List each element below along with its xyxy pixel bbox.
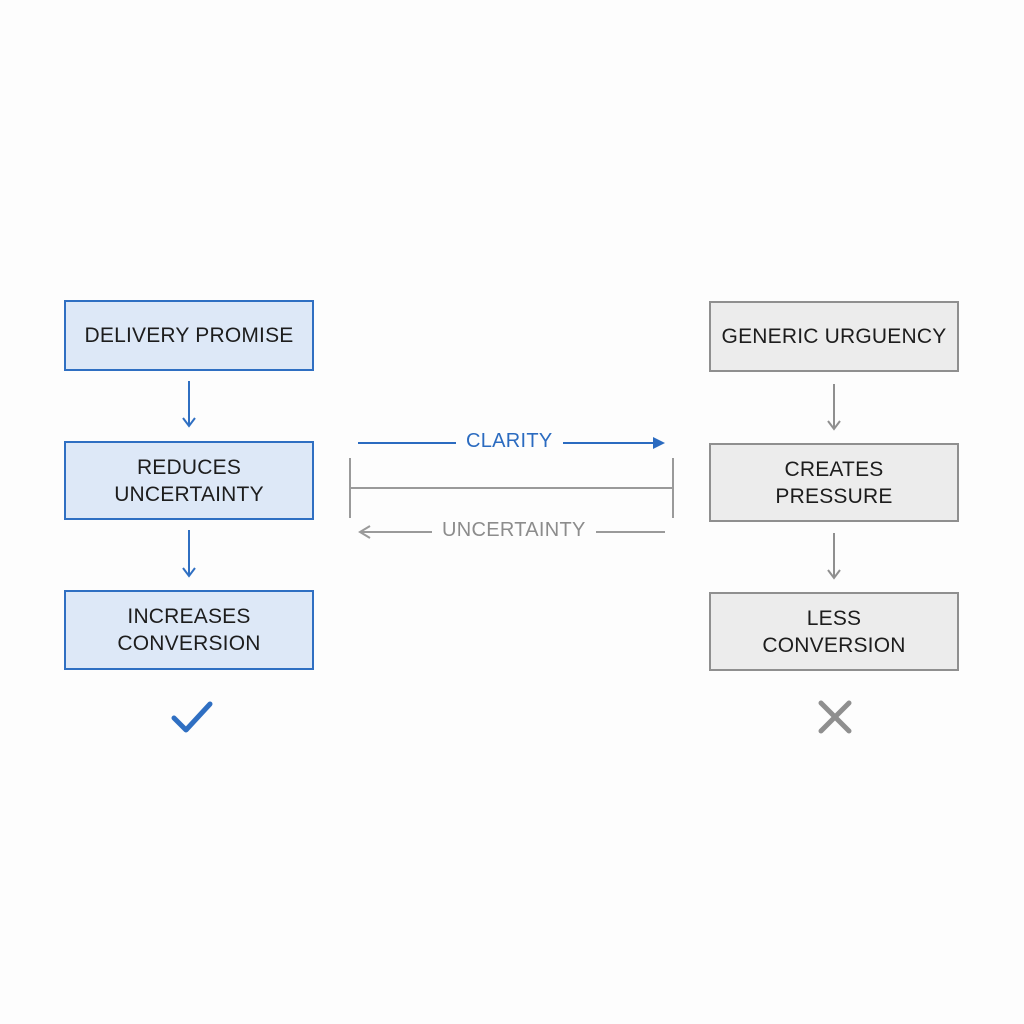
creates-pressure-box: CREATES PRESSURE [709,443,959,522]
generic-urgency-box: GENERIC URGUENCY [709,301,959,372]
reduces-uncertainty-box: REDUCES UNCERTAINTY [64,441,314,520]
uncertainty-label: UNCERTAINTY [432,519,596,542]
right-arrow-2 [827,533,841,580]
x-mark-icon [818,700,852,734]
scale-bar [349,458,674,518]
right-arrow-1 [827,384,841,431]
left-arrow-2 [182,530,196,578]
increases-conversion-box: INCREASES CONVERSION [64,590,314,670]
clarity-label: CLARITY [456,430,563,453]
left-arrow-1 [182,381,196,428]
less-conversion-box: LESS CONVERSION [709,592,959,671]
checkmark-icon [171,701,213,733]
delivery-promise-box: DELIVERY PROMISE [64,300,314,371]
